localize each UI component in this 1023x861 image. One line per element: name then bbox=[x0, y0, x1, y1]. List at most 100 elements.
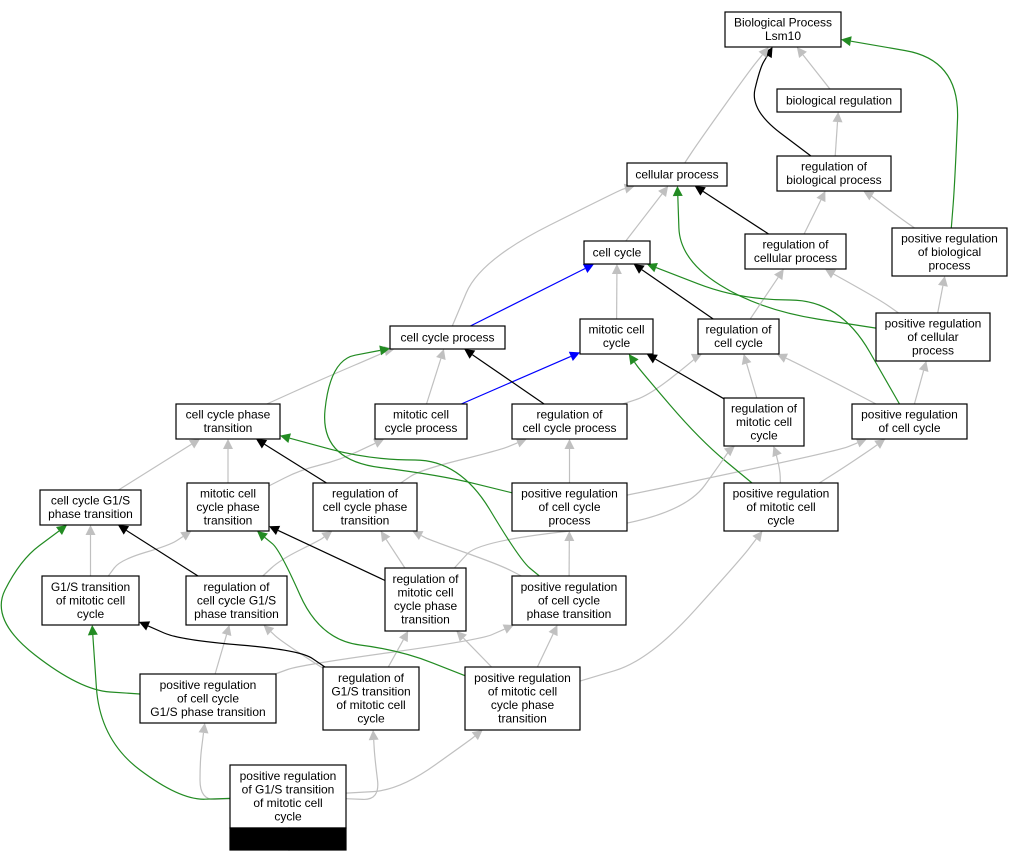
node-box bbox=[186, 482, 270, 532]
edge-regmitcc-to-mitcc bbox=[654, 358, 725, 400]
go-term-breg[interactable]: biological regulation bbox=[776, 88, 902, 113]
go-term-cellcycle[interactable]: cell cycle bbox=[583, 240, 651, 265]
edge-posregccproc-to-ccproc bbox=[324, 349, 513, 494]
go-term-cellproc[interactable]: cellular process bbox=[626, 162, 728, 187]
node-label-line: of cell cycle bbox=[538, 500, 600, 514]
arrowhead-posregmitcc-to-posregcc bbox=[874, 439, 886, 449]
node-label-line: positive regulation bbox=[885, 316, 982, 330]
node-label-line: cell cycle process bbox=[522, 421, 616, 435]
edge-posregbp-to-bp bbox=[850, 40, 959, 229]
arrowhead-regcell-to-cellproc bbox=[694, 186, 706, 196]
arrowhead-posregccphase-to-posregccproc bbox=[564, 531, 575, 542]
node-label-line: regulation of bbox=[392, 572, 459, 586]
arrowhead-posregccphase-to-ccphase bbox=[280, 433, 291, 444]
edge-regcell-to-regbp bbox=[803, 199, 822, 235]
arrowhead-mitccproc-to-mitcc bbox=[568, 351, 580, 361]
edge-regmitccphase-to-mitccphase bbox=[277, 529, 386, 582]
node-label-line: regulation of bbox=[536, 408, 603, 422]
node-box bbox=[776, 155, 892, 192]
node-box bbox=[724, 11, 842, 48]
edge-regbp-to-bp bbox=[753, 55, 812, 157]
arrowhead-posregccphase-to-regccphase bbox=[412, 531, 424, 540]
node-label-line: cycle phase bbox=[491, 698, 555, 712]
node-label-line: cycle phase bbox=[394, 599, 458, 613]
node-label-line: of mitotic cell bbox=[488, 685, 557, 699]
arrowhead-ccproc-to-cellcycle bbox=[582, 264, 595, 273]
node-label-line: transition bbox=[204, 513, 253, 527]
arrowhead-regccg1s-to-ccg1s bbox=[117, 525, 130, 535]
node-label-line: positive regulation bbox=[240, 769, 337, 783]
edge-ccg1s-to-ccphase bbox=[118, 443, 192, 491]
edge-regccphase-to-ccphase bbox=[264, 443, 327, 484]
node-box bbox=[579, 318, 654, 355]
arrowhead-regccproc-to-ccproc bbox=[464, 349, 476, 359]
node-label-line: mitotic cell bbox=[397, 586, 453, 600]
node-label-line: positive regulation bbox=[521, 580, 618, 594]
node-box bbox=[312, 482, 418, 532]
arrowhead-posregmitccphase-to-posregccphase bbox=[548, 625, 558, 637]
node-label-line: biological regulation bbox=[786, 93, 892, 107]
arrowhead-regcc-to-regcell bbox=[774, 269, 784, 281]
node-label-line: of mitotic cell bbox=[56, 593, 125, 607]
node-box bbox=[322, 666, 420, 731]
node-label-line: cell cycle bbox=[593, 245, 642, 259]
edge-posregccg1s-to-regccg1s bbox=[214, 634, 228, 675]
arrowhead-posregcc-to-posregcellproc bbox=[918, 361, 929, 372]
arrowhead-mitccphase-to-ccphase bbox=[223, 439, 233, 449]
node-label-line: mitotic cell bbox=[200, 486, 256, 500]
arrowhead-mitccphase-to-mitccproc bbox=[373, 438, 385, 448]
arrowhead-target-to-regg1smit bbox=[368, 730, 379, 741]
node-label-line: cycle bbox=[767, 513, 795, 527]
arrowhead-g1smit-to-ccg1s bbox=[85, 525, 96, 535]
node-label-line: of cell cycle bbox=[177, 691, 239, 705]
node-box bbox=[39, 489, 142, 526]
arrowhead-breg-to-bp bbox=[796, 47, 807, 58]
edge-posregmitccphase-to-posregmitcc bbox=[579, 538, 757, 682]
edge-regg1smit-to-regmitccphase bbox=[387, 639, 404, 668]
edge-ccproc-to-cellproc bbox=[451, 188, 626, 327]
arrowhead-mitccproc-to-ccproc bbox=[436, 349, 446, 361]
arrowhead-regg1smit-to-regccg1s bbox=[263, 625, 275, 636]
go-term-ccproc[interactable]: cell cycle process bbox=[389, 325, 506, 350]
node-box bbox=[723, 397, 805, 447]
node-label-line: phase transition bbox=[48, 507, 133, 521]
node-label-line: cycle bbox=[357, 712, 385, 726]
arrowhead-regg1smit-to-regmitccphase bbox=[398, 631, 409, 643]
arrowhead-ccg1s-to-ccphase bbox=[188, 439, 201, 449]
edge-posregmitccphase-to-mitccphase bbox=[264, 536, 466, 677]
edge-target-to-regg1smit bbox=[345, 739, 379, 801]
arrowhead-target-to-g1smit bbox=[87, 625, 98, 636]
edge-posregccg1s-to-posregccphase bbox=[274, 628, 505, 675]
arrowhead-cellproc-to-bp bbox=[758, 47, 769, 58]
node-box bbox=[744, 233, 847, 270]
